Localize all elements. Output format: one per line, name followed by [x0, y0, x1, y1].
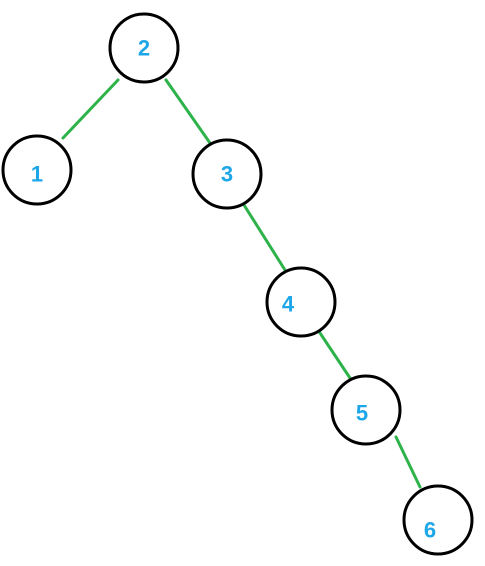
- node-circle: [402, 484, 474, 556]
- node-label: 5: [356, 401, 368, 426]
- tree-node-6: 6: [402, 484, 474, 556]
- node-circle: [108, 12, 180, 84]
- tree-node-2: 2: [108, 12, 180, 84]
- node-label: 3: [221, 162, 233, 187]
- tree-node-1: 1: [1, 134, 73, 206]
- edge-2-1: [61, 78, 120, 140]
- tree-node-3: 3: [191, 138, 263, 210]
- node-label: 4: [282, 292, 295, 317]
- node-circle: [1, 134, 73, 206]
- node-circle: [265, 266, 337, 338]
- edge-4-5: [318, 331, 352, 380]
- edges-group: [61, 78, 422, 489]
- tree-node-4: 4: [265, 266, 337, 338]
- node-label: 2: [138, 36, 150, 61]
- tree-node-5: 5: [330, 374, 402, 446]
- node-circle: [330, 374, 402, 446]
- node-label: 1: [31, 162, 43, 187]
- node-circle: [191, 138, 263, 210]
- edge-3-4: [242, 203, 287, 272]
- node-label: 6: [424, 518, 436, 543]
- edge-2-3: [164, 78, 212, 145]
- nodes-group: 2 1 3 4 5 6: [1, 12, 474, 556]
- edge-5-6: [394, 435, 422, 489]
